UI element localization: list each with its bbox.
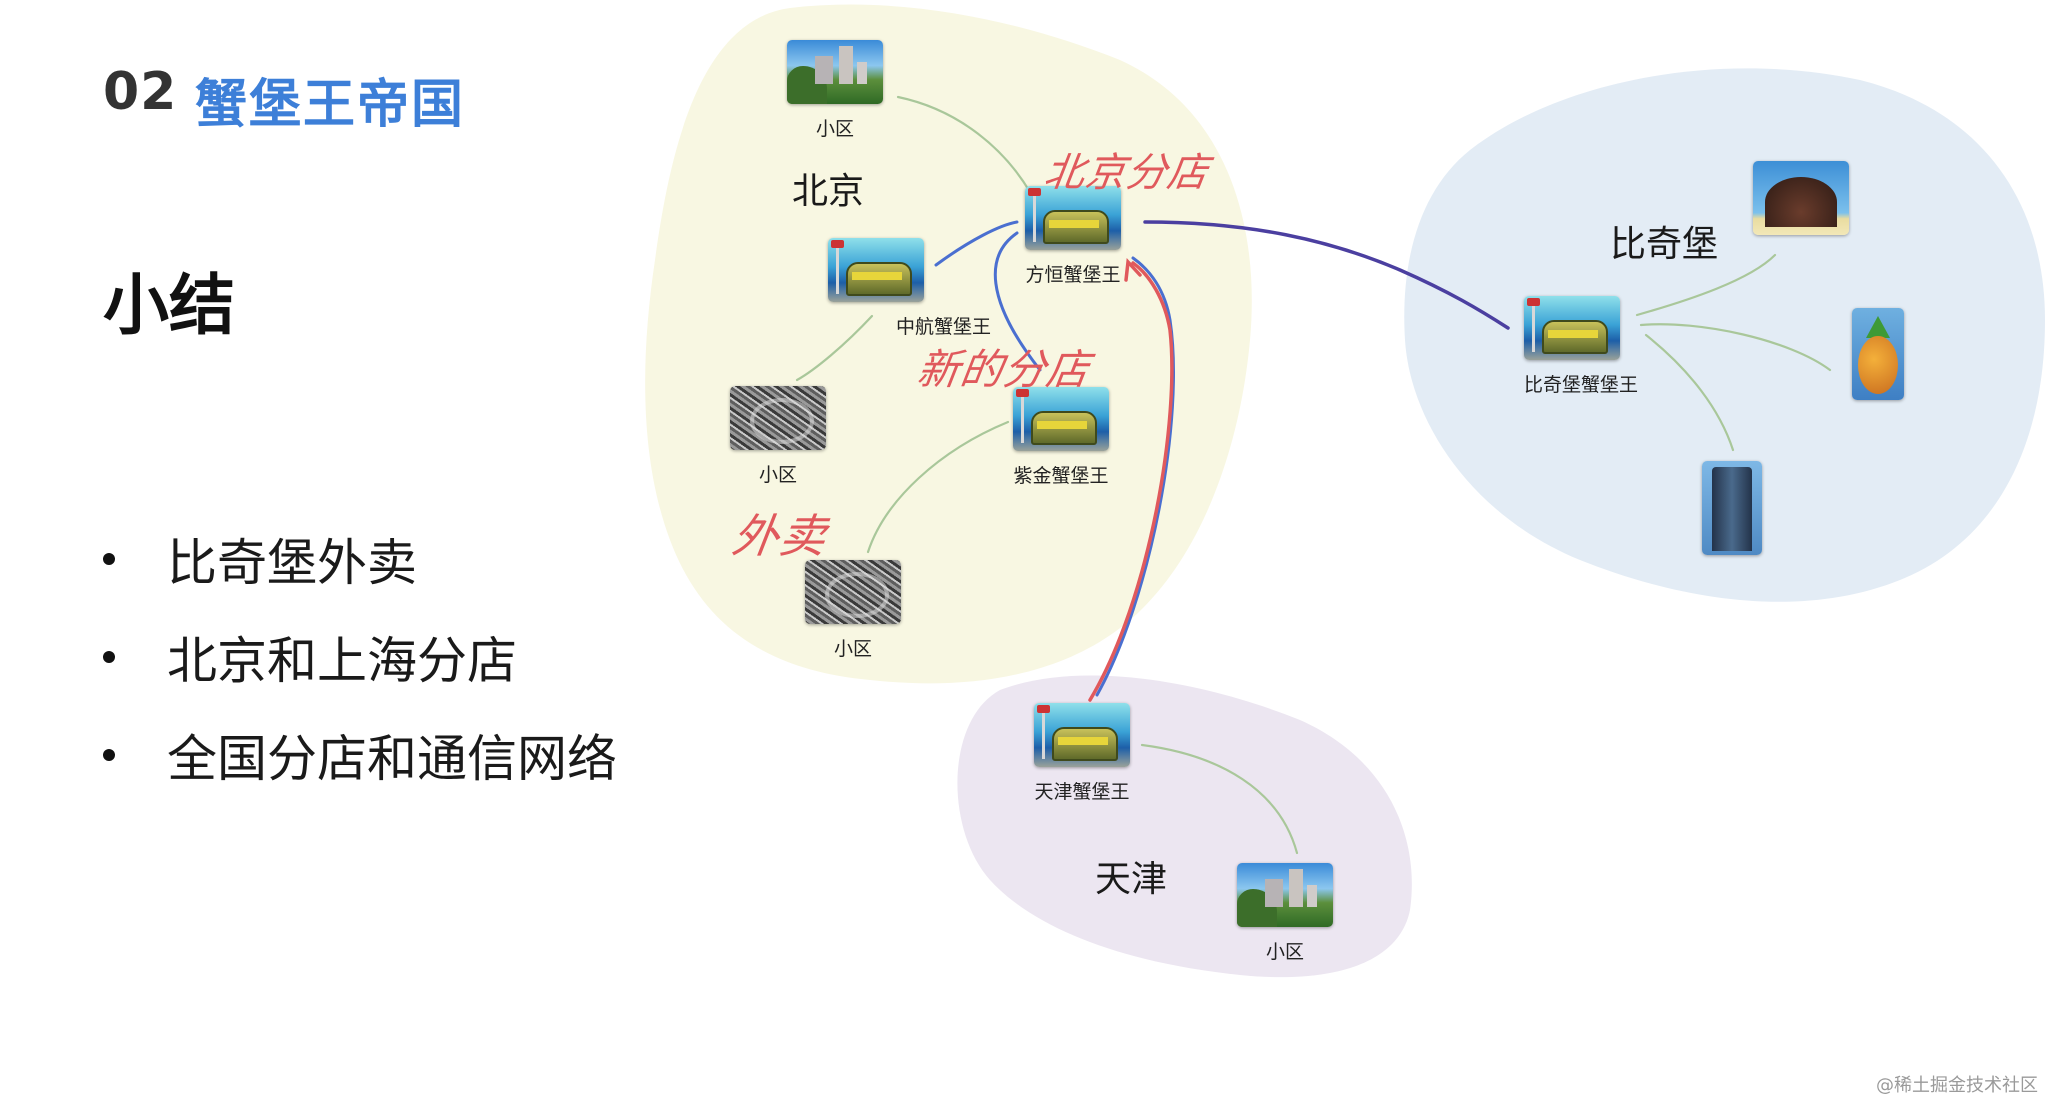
node-rock-house[interactable] bbox=[1753, 161, 1849, 235]
bullet-dot-icon bbox=[103, 651, 115, 663]
node-pineapple-house[interactable] bbox=[1852, 308, 1904, 400]
node-label: 中航蟹堡王 bbox=[896, 316, 992, 338]
krusty-krab-icon bbox=[1025, 186, 1121, 250]
bullet-text: 全国分店和通信网络 bbox=[167, 730, 617, 788]
node-tiki-house[interactable] bbox=[1702, 461, 1762, 555]
red-arrow bbox=[1088, 257, 1174, 702]
bullet-dot-icon bbox=[103, 749, 115, 761]
aerial-apartment-icon bbox=[805, 560, 901, 624]
bullet-text: 比奇堡外卖 bbox=[167, 534, 417, 592]
node-label: 紫金蟹堡王 bbox=[1013, 465, 1109, 487]
node-label: 比奇堡蟹堡王 bbox=[1524, 374, 1639, 396]
pineapple-house-icon bbox=[1852, 308, 1904, 400]
node-label: 小区 bbox=[758, 464, 797, 486]
section-heading: 小结 bbox=[103, 267, 235, 344]
node-label: 天津蟹堡王 bbox=[1034, 781, 1130, 803]
slide-number: 02 bbox=[103, 62, 178, 122]
node-apartment[interactable]: 小区 bbox=[787, 40, 883, 141]
bullet-list-container: 比奇堡外卖 北京和上海分店 全国分店和通信网络 bbox=[103, 510, 623, 810]
krusty-krab-icon bbox=[1034, 703, 1130, 767]
node-tianjin-krusty-krab[interactable]: 天津蟹堡王 bbox=[1034, 703, 1130, 804]
region-tianjin-blob bbox=[957, 675, 1412, 978]
tree-links bbox=[795, 95, 1832, 855]
bullet-item: 全国分店和通信网络 bbox=[103, 706, 623, 804]
aerial-apartment-icon bbox=[730, 386, 826, 450]
region-label-beijing: 北京 bbox=[792, 171, 865, 212]
krusty-krab-icon bbox=[1013, 387, 1109, 451]
node-apartment[interactable]: 小区 bbox=[730, 386, 826, 487]
node-apartment[interactable]: 小区 bbox=[1237, 863, 1333, 964]
purple-link bbox=[1143, 220, 1510, 330]
bullet-list: 比奇堡外卖 北京和上海分店 全国分店和通信网络 bbox=[103, 510, 623, 804]
region-beijing-blob bbox=[645, 4, 1252, 684]
slide-title: 蟹堡王帝国 bbox=[195, 75, 466, 135]
bullet-dot-icon bbox=[103, 553, 115, 565]
region-bikini-bottom-blob bbox=[1404, 68, 2045, 602]
apartment-icon bbox=[1237, 863, 1333, 927]
region-label-tianjin: 天津 bbox=[1095, 859, 1168, 900]
annotation-delivery: 外卖 bbox=[728, 509, 831, 563]
bullet-text: 北京和上海分店 bbox=[167, 632, 517, 690]
node-apartment[interactable]: 小区 bbox=[805, 560, 901, 661]
krusty-krab-icon bbox=[1524, 296, 1620, 360]
apartment-icon bbox=[787, 40, 883, 104]
annotation-new-branch: 新的分店 bbox=[914, 345, 1094, 394]
node-zijin-krusty-krab[interactable]: 紫金蟹堡王 bbox=[1013, 387, 1109, 488]
node-label: 方恒蟹堡王 bbox=[1025, 264, 1121, 286]
node-fangheng-krusty-krab[interactable]: 方恒蟹堡王 bbox=[1025, 186, 1121, 287]
watermark: @稀土掘金技术社区 bbox=[1876, 1075, 2038, 1096]
tiki-house-icon bbox=[1702, 461, 1762, 555]
region-label-bikini-bottom: 比奇堡 bbox=[1610, 224, 1719, 265]
node-label: 小区 bbox=[833, 638, 872, 660]
node-zhonghang-krusty-krab[interactable]: 中航蟹堡王 bbox=[828, 238, 991, 339]
rock-house-icon bbox=[1753, 161, 1849, 235]
krusty-krab-icon bbox=[828, 238, 924, 302]
bullet-item: 比奇堡外卖 bbox=[103, 510, 623, 608]
node-label: 小区 bbox=[815, 118, 854, 140]
node-bikini-bottom-krusty-krab[interactable]: 比奇堡蟹堡王 bbox=[1524, 296, 1638, 397]
bullet-item: 北京和上海分店 bbox=[103, 608, 623, 706]
annotation-beijing-branch: 北京分店 bbox=[1041, 150, 1212, 196]
node-label: 小区 bbox=[1265, 941, 1304, 963]
